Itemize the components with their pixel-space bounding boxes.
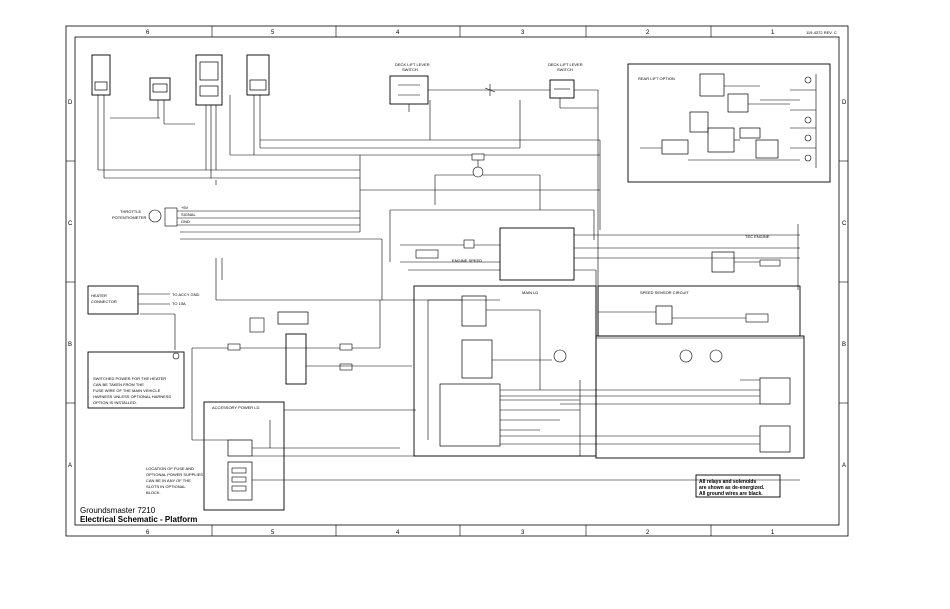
drawing-frame: [65, 25, 849, 537]
speed-sensor-label: SPEED SENSOR CIRCUIT: [640, 290, 689, 295]
title-block: Groundsmaster 7210 Electrical Schematic …: [80, 506, 197, 524]
to-15a: TO 15A: [172, 301, 186, 306]
row-label: A: [842, 463, 846, 469]
relay-note-line: are shown as de-energized.: [699, 485, 765, 491]
col-label: 3: [521, 530, 525, 536]
relay-note-line: All relays and solenoids: [699, 479, 756, 485]
row-label: C: [68, 221, 73, 227]
pot-5v: +5V: [181, 205, 189, 210]
accessory-power-block: ACCESSORY POWER LD: [192, 401, 800, 511]
heater-connector: HEATER CONNECTOR TO ACCY GND TO 15A: [87, 285, 200, 350]
rear-lift-option-block: REAR LIFT OPTION: [627, 63, 831, 183]
to-accy-gnd: TO ACCY GND: [172, 292, 200, 297]
rear-lift-label: REAR LIFT OPTION: [638, 76, 675, 81]
col-label: 2: [646, 530, 650, 536]
heater-sub: CONNECTOR: [91, 299, 117, 304]
tec-engine: TEC ENGINE: [711, 224, 799, 290]
note-line: SWITCHED POWER FOR THE HEATER: [93, 376, 166, 381]
fuse-note-line: BLOCK.: [146, 490, 161, 495]
main-ld-block: MAIN LD: [413, 285, 597, 457]
deck-lift-lever-label: DECK LIFT LEVER: [395, 62, 430, 67]
row-labels: D C B A D C B A: [68, 100, 847, 469]
fuse-note-line: CAN BE IN ANY OF THE: [146, 478, 191, 483]
pot-signal: SIGNAL: [181, 212, 196, 217]
fuse-note-line: OPTIONAL POWER SUPPLIES: [146, 472, 203, 477]
fuse-note-line: LOCATION OF FUSE AND: [146, 466, 194, 471]
speed-sensor-circuit: SPEED SENSOR CIRCUIT: [597, 285, 801, 337]
schematic-title: Electrical Schematic - Platform: [80, 515, 197, 524]
product-name: Groundsmaster 7210: [80, 506, 156, 515]
main-bus-wiring: [98, 100, 601, 232]
engine-speed-label: ENGINE SPEED: [452, 258, 482, 263]
fuse-note-line: SLOTS IN OPTIONAL: [146, 484, 186, 489]
throttle-sub: POTENTIOMETER: [112, 215, 147, 220]
accessory-power-label: ACCESSORY POWER LD: [212, 405, 260, 410]
throttle-potentiometer: THROTTLE POTENTIOMETER +5V SIGNAL GND: [112, 205, 382, 240]
center-relays: [191, 258, 500, 440]
controller-block: ENGINE SPEED: [381, 209, 804, 339]
relay-note: All relays and solenoids are shown as de…: [695, 474, 781, 498]
row-label: A: [68, 463, 72, 469]
note-line: HARNESS UNLESS OPTIONAL HARNESS: [93, 394, 171, 399]
deck-lift-lever-sub: SWITCH: [402, 67, 418, 72]
col-label: 2: [646, 30, 650, 36]
deck-lift-switch-right: DECK LIFT LEVER SWITCH: [548, 62, 583, 99]
col-label: 4: [396, 530, 400, 536]
col-label: 1: [771, 30, 775, 36]
row-label: D: [68, 100, 73, 106]
switched-power-note: SWITCHED POWER FOR THE HEATER CAN BE TAK…: [87, 351, 185, 409]
deck-lift-switch-sub: SWITCH: [557, 67, 573, 72]
deck-lift-lever-switch: DECK LIFT LEVER SWITCH: [389, 62, 430, 112]
note-line: CAN BE TAKEN FROM THE: [93, 382, 144, 387]
row-label: D: [842, 100, 847, 106]
col-label: 5: [271, 530, 275, 536]
col-label: 1: [771, 530, 775, 536]
row-label: B: [68, 342, 72, 348]
tec-engine-label: TEC ENGINE: [745, 234, 770, 239]
col-label: 6: [146, 30, 150, 36]
pot-gnd: GND: [181, 219, 190, 224]
fuse-location-note: LOCATION OF FUSE AND OPTIONAL POWER SUPP…: [146, 466, 203, 495]
drawing-number: 119-4372 REV. C: [806, 30, 837, 35]
col-label: 6: [146, 530, 150, 536]
col-label: 4: [396, 30, 400, 36]
note-line: OPTION IS INSTALLED.: [93, 400, 137, 405]
deck-lift-wiring: [428, 84, 599, 335]
relay-note-line: All ground wires are black.: [699, 491, 763, 497]
heater-label: HEATER: [91, 293, 107, 298]
top-left-connectors: [91, 54, 270, 178]
right-lower-relays: [500, 335, 805, 459]
col-label: 3: [521, 30, 525, 36]
row-label: C: [842, 221, 847, 227]
note-line: FUSE WIRE OF THE MAIN VEHICLE: [93, 388, 161, 393]
row-label: B: [842, 342, 846, 348]
col-label: 5: [271, 30, 275, 36]
throttle-label: THROTTLE: [120, 209, 141, 214]
column-labels: 6 5 4 3 2 1 6 5 4 3 2 1: [146, 30, 775, 536]
main-ld-label: MAIN LD: [522, 290, 538, 295]
deck-lift-switch-label: DECK LIFT LEVER: [548, 62, 583, 67]
